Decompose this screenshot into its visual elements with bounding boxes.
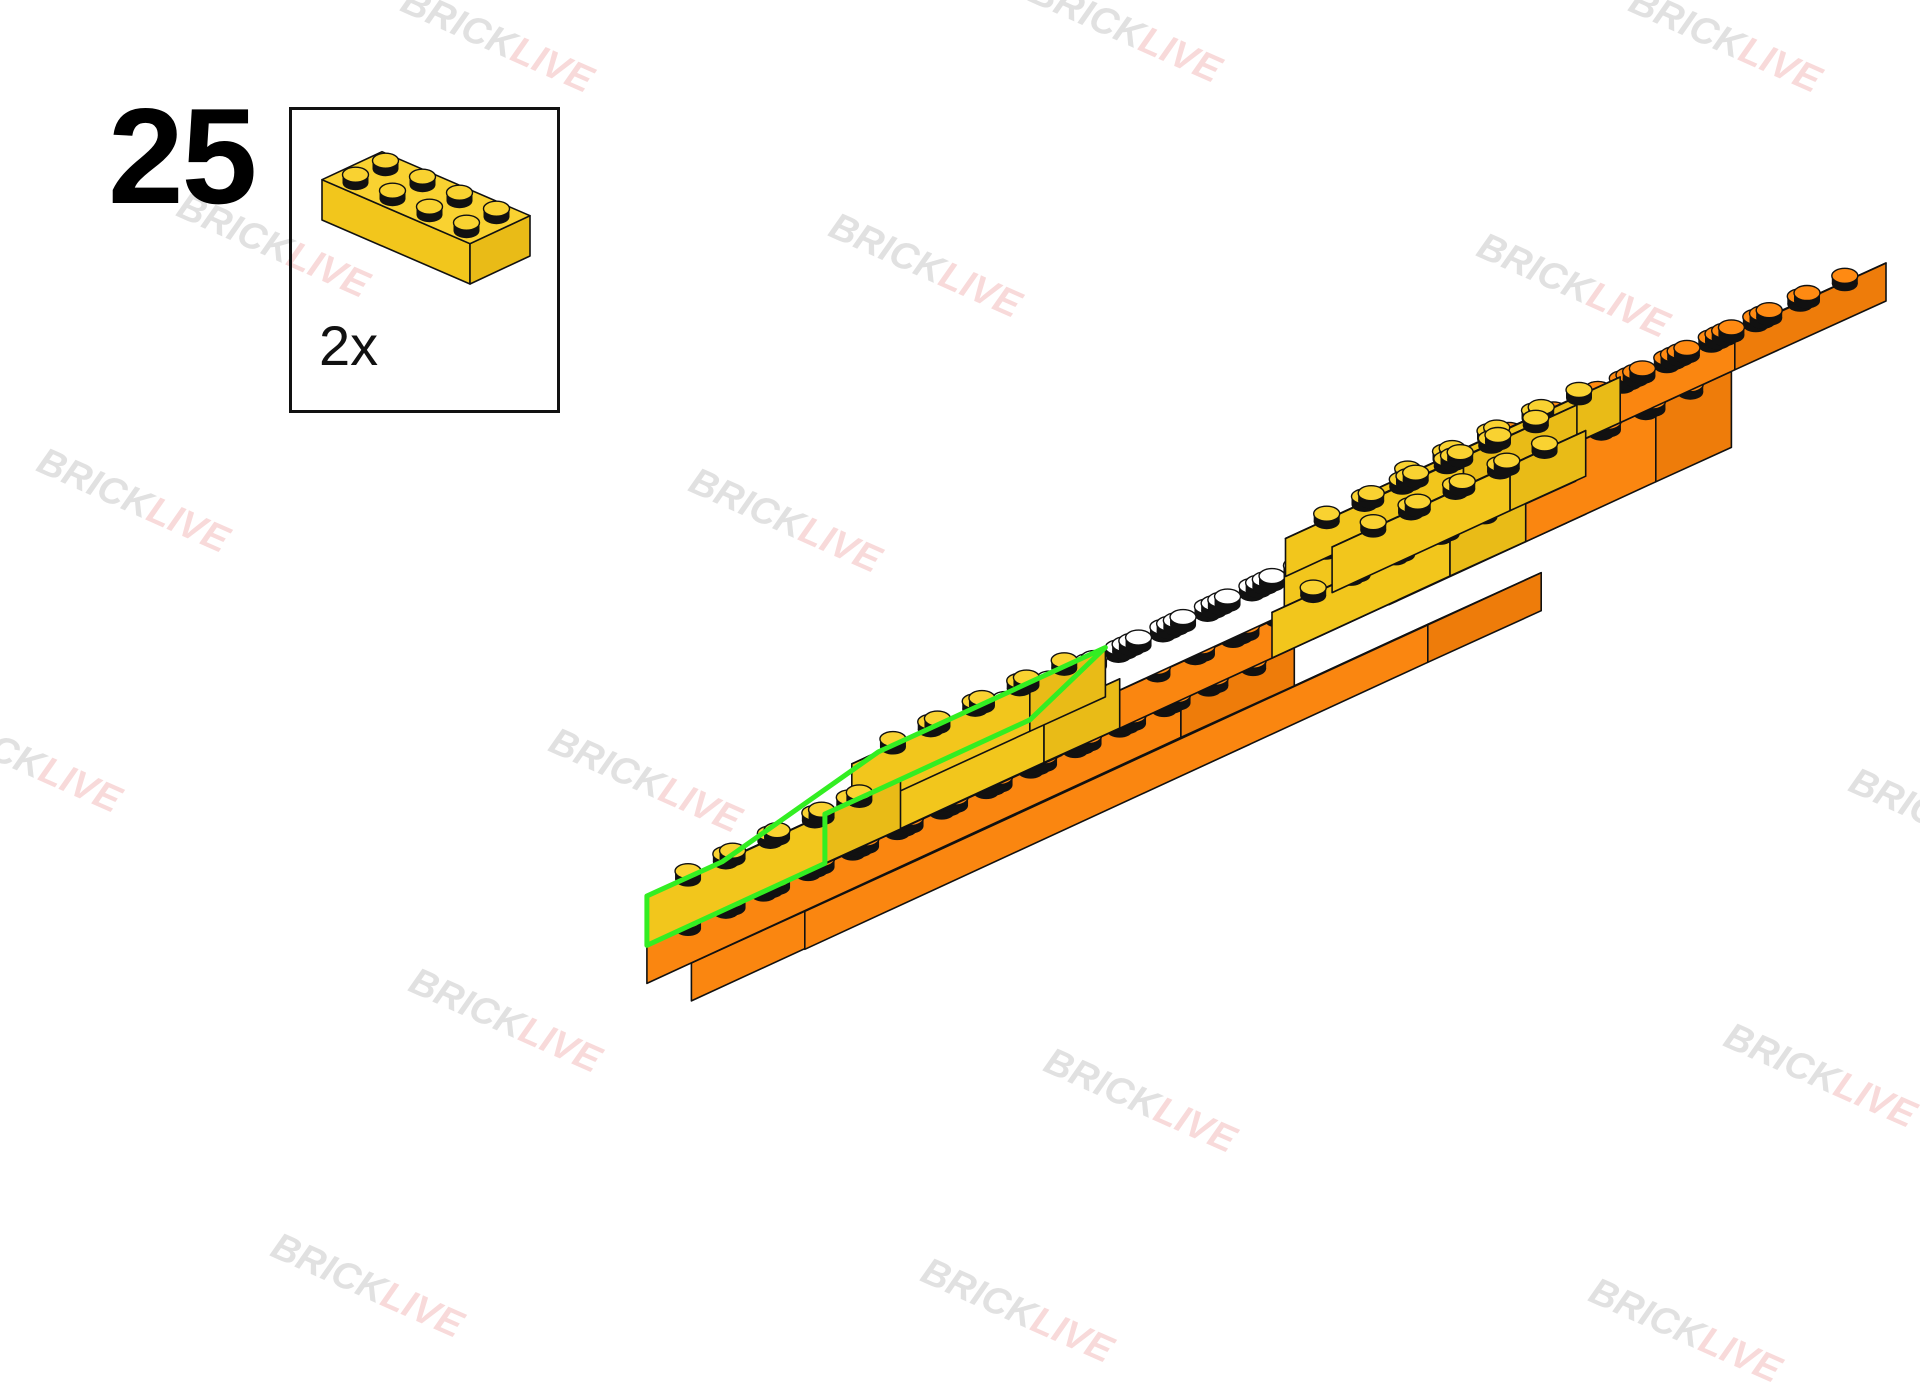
stud (1628, 360, 1657, 384)
stud (1673, 339, 1701, 364)
stud (763, 821, 791, 846)
stud (1357, 484, 1385, 509)
stud (1717, 319, 1746, 343)
parts-callout: 2x (289, 107, 560, 413)
stud (341, 166, 370, 191)
stud (378, 182, 407, 207)
stud (1565, 381, 1593, 406)
stud (408, 168, 437, 193)
stud (1446, 443, 1474, 468)
stud (415, 198, 444, 223)
stud (1831, 267, 1859, 292)
stud (1793, 284, 1821, 309)
stud (1169, 608, 1197, 633)
stud (1448, 472, 1476, 497)
stud (1299, 579, 1327, 604)
stud (1258, 567, 1286, 592)
stud (1493, 452, 1521, 477)
part-quantity: 2x (319, 314, 379, 377)
callout-brick (321, 150, 531, 285)
stud (482, 200, 511, 225)
yellow-right-high (1331, 429, 1587, 594)
stud (1522, 409, 1550, 434)
stud (1359, 513, 1387, 538)
stud (445, 184, 474, 209)
stud (1312, 505, 1341, 530)
stud (1213, 588, 1242, 613)
stud (1401, 464, 1430, 489)
new-part-highlight (644, 645, 1108, 948)
stud (1124, 629, 1153, 654)
step-number: 25 (108, 80, 257, 232)
stud (452, 214, 481, 239)
stud (1530, 435, 1559, 459)
yellow-2x4-brick-icon (321, 150, 531, 285)
stud (1404, 493, 1432, 518)
stud (371, 152, 400, 177)
model-assembly (644, 262, 1887, 1002)
stud (1484, 426, 1512, 451)
stud (1755, 302, 1783, 326)
